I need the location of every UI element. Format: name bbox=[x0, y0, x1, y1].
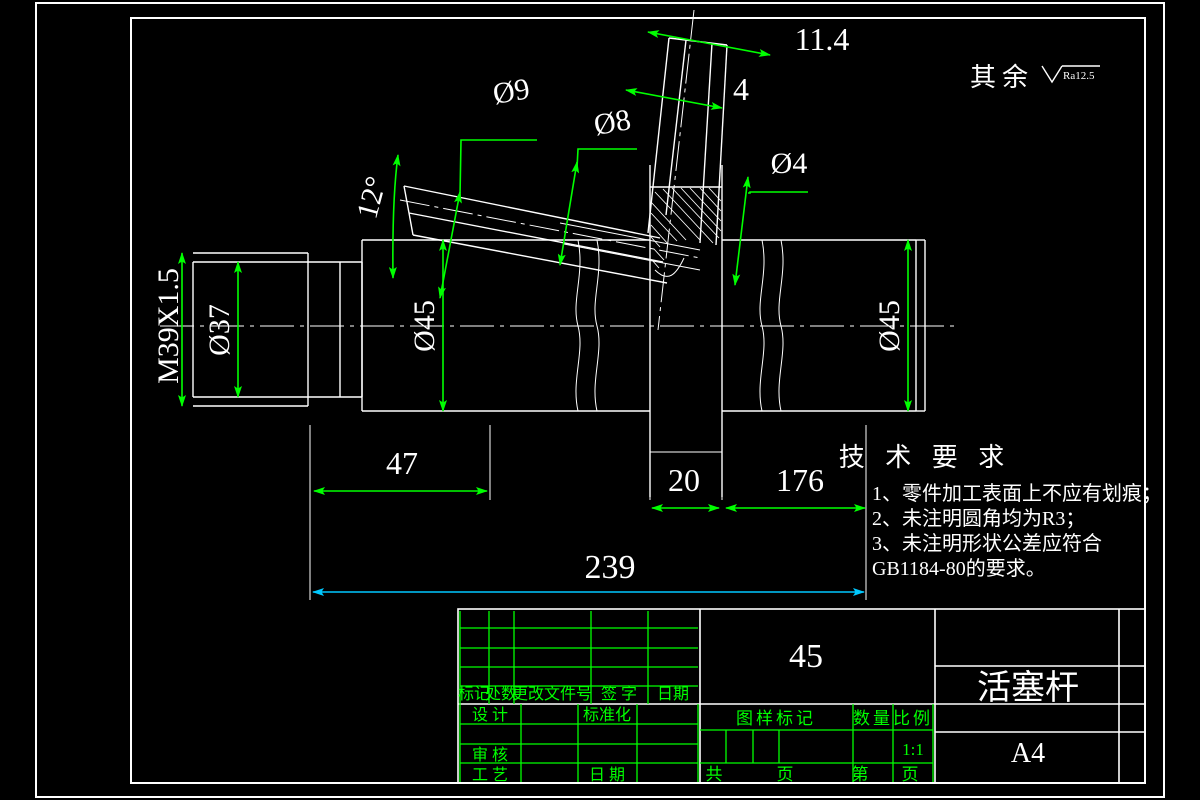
break-line-left-b bbox=[594, 239, 600, 412]
tech-note-line-3: 3、未注明形状公差应符合 bbox=[872, 532, 1102, 555]
dimension-text-layer: M39X1.5 Ø37 Ø45 Ø45 12° Ø9 Ø8 Ø4 11.4 4 … bbox=[152, 21, 906, 586]
technical-requirements: 技 术 要 求 1、零件加工表面上不应有划痕； 2、未注明圆角均为R3； 3、未… bbox=[839, 443, 1162, 580]
tech-note-line-4: GB1184-80的要求。 bbox=[872, 557, 1046, 580]
dim-text-d8: Ø8 bbox=[591, 103, 633, 142]
dim-text-d37: Ø37 bbox=[203, 304, 236, 356]
tech-notes-title: 技 术 要 求 bbox=[839, 443, 1012, 472]
tb-label-mark: 标记 bbox=[458, 685, 490, 703]
inclined-small-bore-bottom bbox=[563, 243, 701, 271]
tb-label-page-prefix: 第 bbox=[852, 765, 869, 784]
dimension-layer bbox=[178, 30, 912, 512]
tb-value-sheet-size: A4 bbox=[1011, 738, 1045, 769]
dim-line-11-4 bbox=[647, 30, 771, 57]
dim-text-d45-mid: Ø45 bbox=[408, 300, 441, 352]
title-block-outline bbox=[457, 608, 1146, 784]
dim-text-d9: Ø9 bbox=[490, 72, 532, 111]
stem-center-line bbox=[657, 9, 695, 331]
tech-note-line-2: 2、未注明圆角均为R3； bbox=[872, 507, 1085, 530]
dim-text-20: 20 bbox=[668, 462, 700, 498]
tb-label-signature: 签 字 bbox=[601, 685, 637, 703]
inclined-small-bore-top bbox=[559, 222, 701, 251]
tb-label-total-suffix: 页 bbox=[777, 765, 794, 784]
dim-text-239: 239 bbox=[585, 549, 636, 586]
tb-label-design: 设 计 bbox=[472, 706, 508, 724]
dim-line-d4 bbox=[732, 176, 751, 286]
roughness-value-label: Ra12.5 bbox=[1063, 70, 1095, 82]
tb-label-date-top: 日期 bbox=[657, 685, 689, 703]
tb-label-date-bottom: 日 期 bbox=[589, 766, 625, 784]
dim-text-11-4: 11.4 bbox=[795, 21, 850, 57]
title-block-grid bbox=[459, 611, 934, 782]
dim-arc-12deg bbox=[388, 154, 401, 279]
roughness-prefix-label: 其余 bbox=[970, 63, 1034, 92]
stem-left-outer bbox=[647, 37, 670, 234]
general-roughness-note: 其余 Ra12.5 bbox=[970, 63, 1100, 92]
tb-label-docno: 更改文件号 bbox=[512, 685, 592, 703]
outer-border bbox=[35, 2, 1165, 798]
title-block-text: 标记 处数 更改文件号 签 字 日期 设 计 标准化 审 核 工 艺 日 期 图… bbox=[458, 685, 933, 784]
dim-line-d9 bbox=[438, 191, 462, 299]
tb-label-check: 审 核 bbox=[472, 746, 508, 764]
dim-text-47: 47 bbox=[386, 445, 418, 481]
title-block-frame bbox=[457, 608, 1146, 784]
tb-value-scale: 1:1 bbox=[902, 740, 924, 759]
dim-text-d4: Ø4 bbox=[771, 147, 808, 180]
tb-label-scale: 比例 bbox=[893, 709, 933, 728]
section-hatch bbox=[650, 187, 722, 269]
tb-label-process: 工 艺 bbox=[472, 766, 508, 784]
tb-label-page-suffix: 页 bbox=[902, 765, 919, 784]
inclined-end-face-a bbox=[403, 185, 410, 214]
cone-curve bbox=[654, 257, 685, 277]
leader-d8 bbox=[576, 148, 637, 169]
tb-value-material: 45 bbox=[789, 638, 823, 675]
roughness-triangle-icon bbox=[1041, 65, 1063, 84]
stem-right-inner bbox=[699, 42, 713, 244]
tb-label-standardize: 标准化 bbox=[583, 706, 631, 724]
leader-d9 bbox=[459, 139, 537, 197]
dim-text-m39: M39X1.5 bbox=[152, 268, 185, 384]
leader-d4 bbox=[748, 191, 808, 194]
stem-left-inner bbox=[665, 39, 687, 216]
title-block-values: 45 活塞杆 A4 bbox=[789, 638, 1079, 769]
dim-text-176: 176 bbox=[776, 462, 824, 498]
tb-value-part-name: 活塞杆 bbox=[977, 669, 1079, 707]
stem-right-outer bbox=[715, 44, 728, 246]
tb-label-drawing-mark: 图样标记 bbox=[736, 709, 816, 728]
dim-line-4 bbox=[625, 88, 723, 110]
dim-text-d45-right: Ø45 bbox=[873, 300, 906, 352]
tech-note-line-1: 1、零件加工表面上不应有划痕； bbox=[872, 482, 1162, 505]
dim-text-4: 4 bbox=[733, 71, 749, 107]
tb-label-count: 处数 bbox=[485, 685, 517, 703]
tb-label-total-prefix: 共 bbox=[706, 765, 723, 784]
tb-label-quantity: 数量 bbox=[853, 709, 893, 728]
inclined-end-face-b bbox=[408, 212, 414, 236]
dim-line-d8 bbox=[557, 161, 580, 266]
